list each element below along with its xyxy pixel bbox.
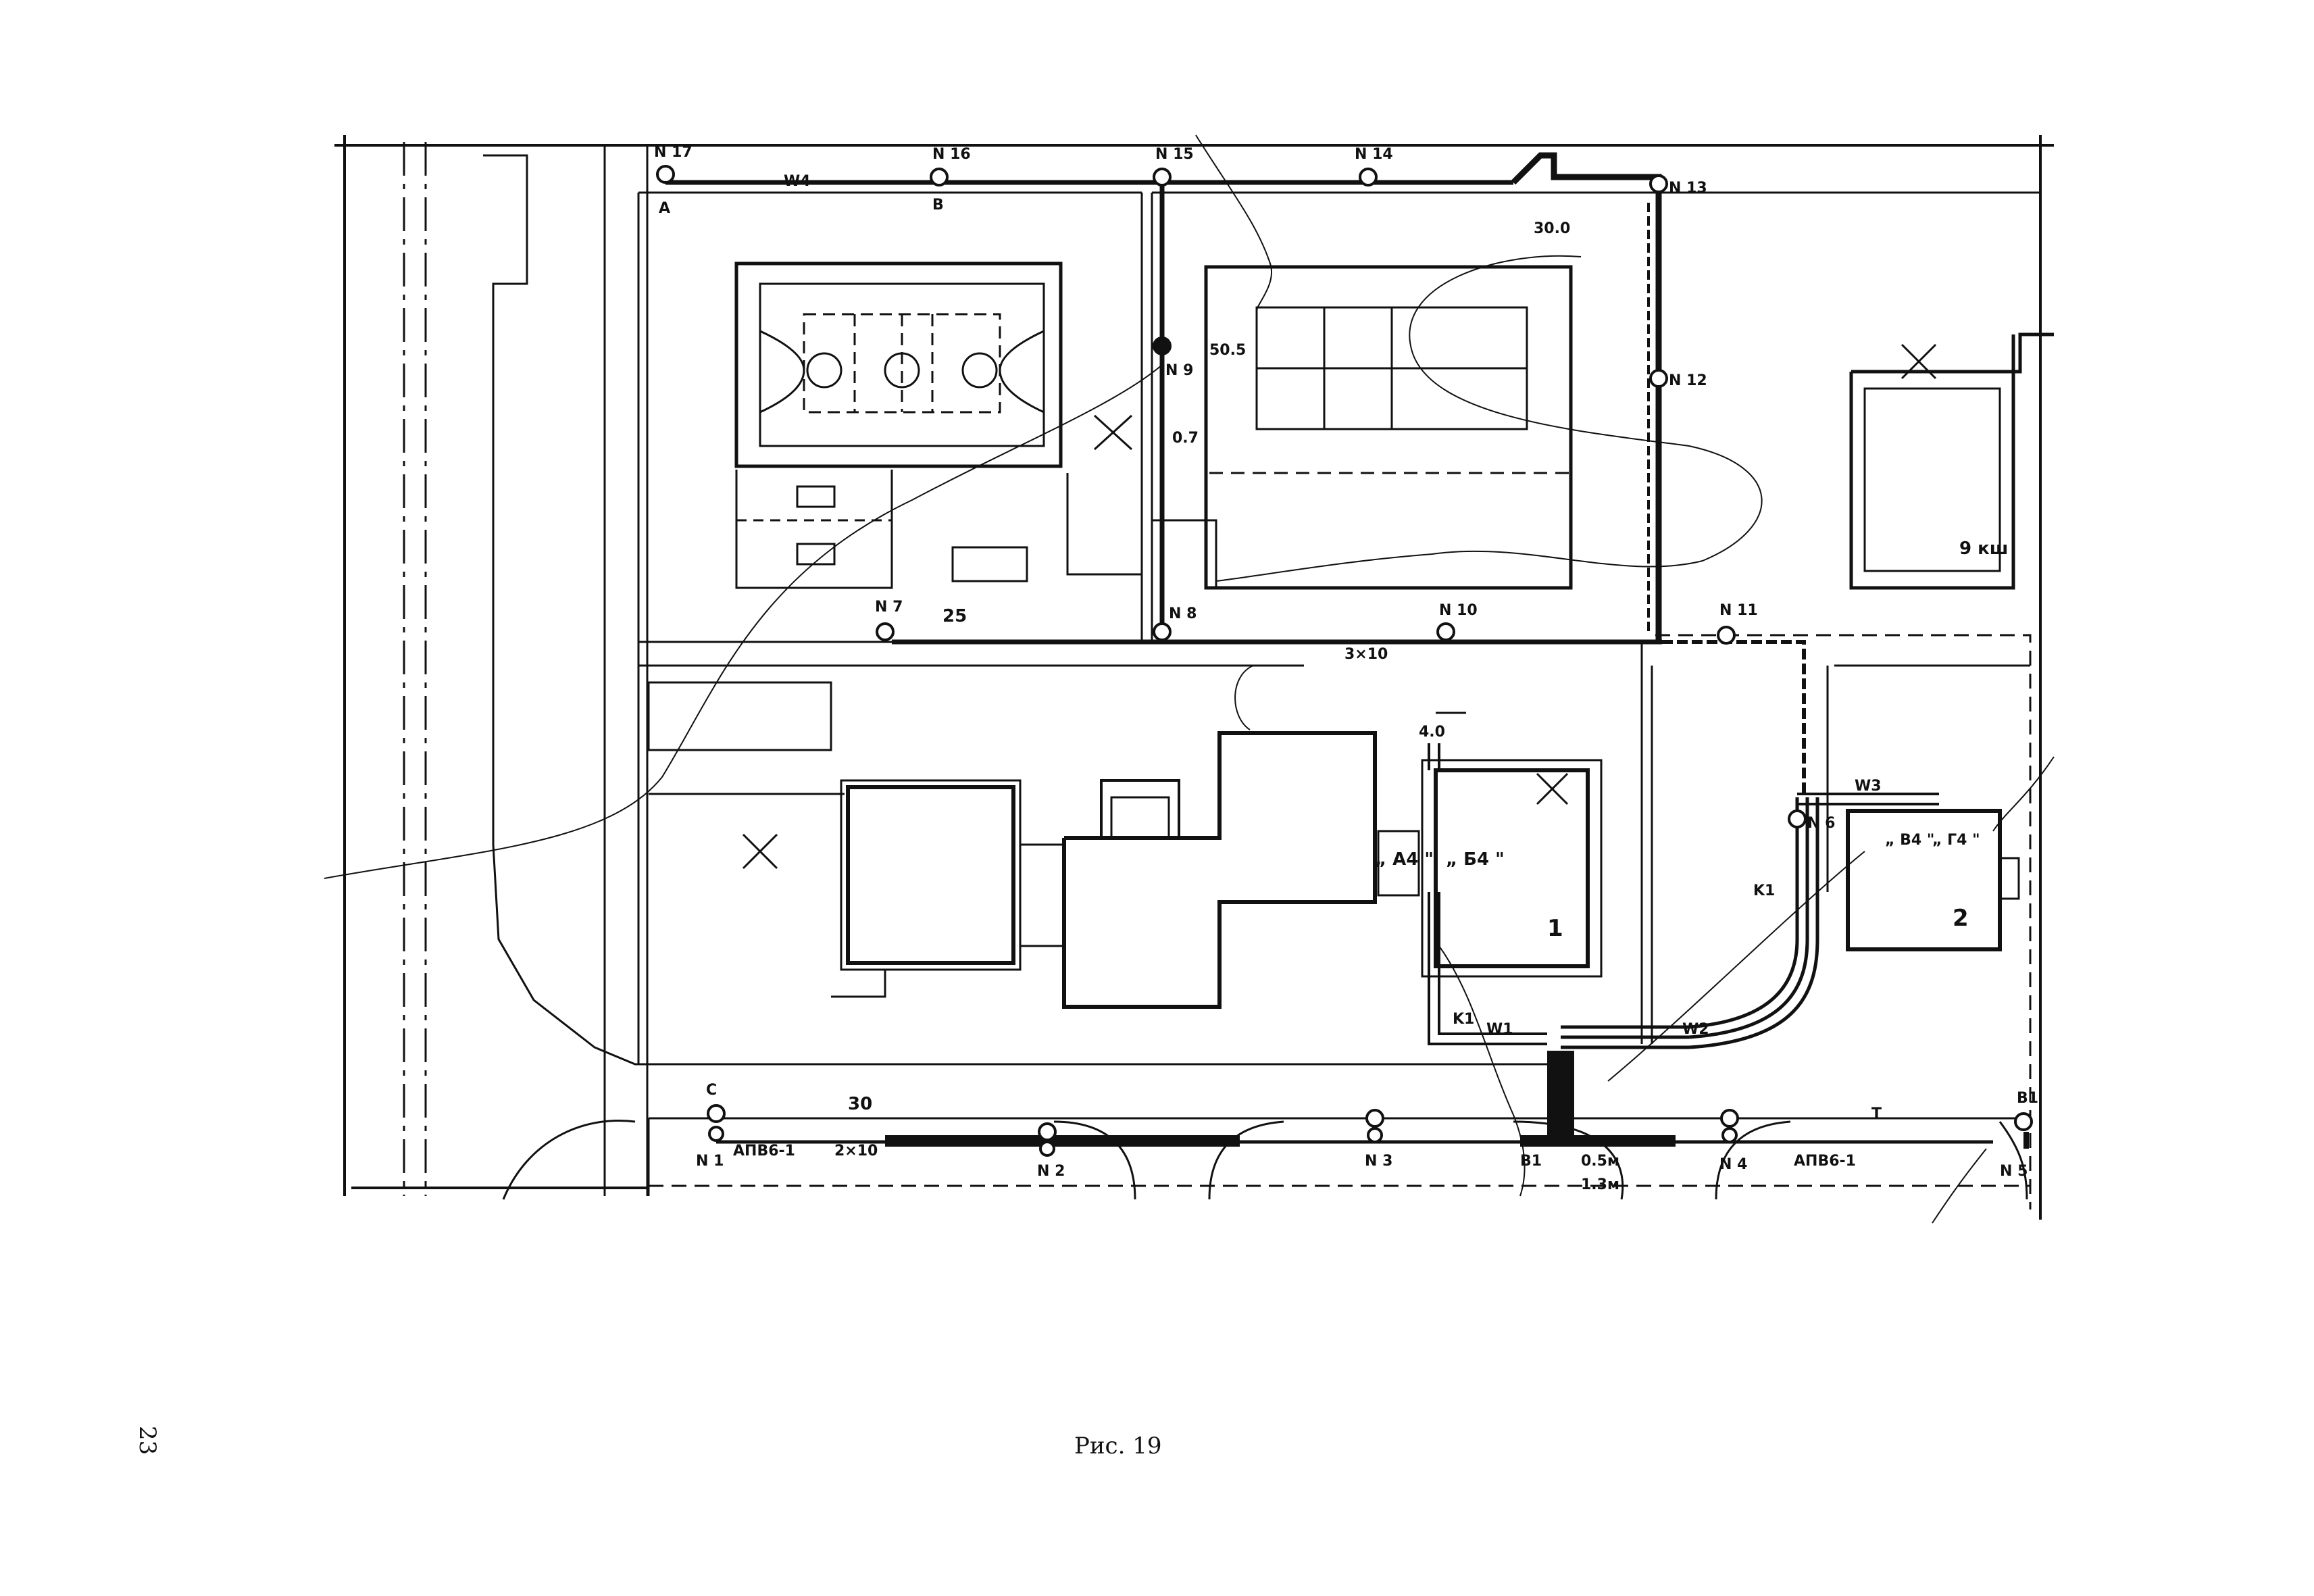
span-30: 30: [848, 1094, 872, 1114]
pole-n3-b: [1367, 1127, 1383, 1143]
pole-n13: [1649, 174, 1668, 193]
label-v4: „ В4 ": [1885, 832, 1934, 849]
label-w1: W1: [1486, 1021, 1513, 1038]
letter-t: T: [1871, 1105, 1882, 1122]
span-30-0: 30.0: [1534, 220, 1570, 237]
figure-caption: Рис. 19: [1074, 1432, 1162, 1460]
cross-marks: [742, 343, 1937, 870]
span-0-5m: 0.5м: [1581, 1153, 1619, 1170]
letter-b1: B1: [1520, 1153, 1542, 1170]
pole-n14: [1359, 168, 1378, 186]
label-n5: N 5: [2000, 1163, 2028, 1180]
label-n14: N 14: [1355, 146, 1393, 163]
pole-n5: [2014, 1112, 2033, 1131]
label-n13: N 13: [1669, 180, 1707, 197]
span-50-5: 50.5: [1209, 342, 1246, 359]
label-n2: N 2: [1037, 1163, 1065, 1180]
power-lines: [665, 152, 2029, 1149]
drawing-frame: [334, 135, 2054, 1220]
cable-apv6-right: АПВ6-1: [1794, 1153, 1856, 1170]
pole-n6: [1788, 809, 1807, 828]
label-n8: N 8: [1169, 605, 1197, 622]
cable-apv6: АПВ6-1: [733, 1143, 795, 1159]
building-2-number: 2: [1953, 905, 1969, 932]
cable-3x10: 3×10: [1344, 646, 1388, 663]
court-annex: [735, 470, 1142, 589]
pole-n10: [1436, 622, 1455, 641]
contour-lines: [324, 134, 2055, 1224]
label-w4: W4: [784, 173, 811, 190]
label-n15: N 15: [1155, 146, 1194, 163]
pole-n2: [1038, 1122, 1057, 1141]
label-b4: „ Б4 ": [1446, 849, 1505, 870]
letter-c: C: [706, 1082, 717, 1099]
label-n12: N 12: [1669, 372, 1707, 389]
pole-n12: [1649, 369, 1668, 388]
pole-n16: [930, 168, 949, 186]
label-n3: N 3: [1365, 1153, 1392, 1170]
basketball-court: [734, 261, 1063, 468]
pole-n4-b: [1721, 1127, 1738, 1143]
left-road: [483, 145, 1561, 1196]
label-9kv: 9 кш: [1959, 539, 2008, 559]
main-building: [840, 731, 1377, 1009]
pole-n4: [1720, 1109, 1739, 1128]
lower-block: [647, 681, 1013, 998]
label-n4: N 4: [1719, 1156, 1747, 1173]
label-n16: N 16: [932, 146, 971, 163]
label-n9: N 9: [1165, 362, 1193, 379]
pole-n1: [707, 1104, 726, 1123]
span-1-3m: 1.3м: [1581, 1176, 1619, 1193]
span-4-0: 4.0: [1419, 724, 1445, 741]
letter-a: A: [659, 200, 670, 217]
label-n6: N 6: [1807, 815, 1835, 832]
pole-n8: [1153, 622, 1172, 641]
pole-n17: [656, 165, 675, 184]
label-g4: „ Г4 ": [1932, 832, 1980, 849]
label-n1: N 1: [696, 1153, 724, 1170]
label-w3: W3: [1855, 778, 1882, 795]
building-1: [1377, 759, 1603, 978]
pole-n11: [1717, 626, 1736, 645]
span-25: 25: [942, 606, 967, 626]
building-2: [1846, 809, 2020, 951]
label-n7: N 7: [875, 599, 903, 616]
bottom-boundary: [647, 1117, 2030, 1196]
cable-2x10: 2×10: [834, 1143, 878, 1159]
letter-k1: K1: [1753, 882, 1775, 899]
label-n10: N 10: [1439, 602, 1478, 619]
pole-n7: [876, 622, 895, 641]
letter-k1-left: K1: [1453, 1011, 1474, 1028]
pole-n1-b: [708, 1126, 724, 1142]
building-1-number: 1: [1547, 915, 1563, 942]
label-w2: W2: [1682, 1021, 1709, 1038]
label-a4: „ А4 ": [1375, 849, 1434, 870]
page-number: 23: [134, 1426, 161, 1455]
pole-n9: [1153, 336, 1172, 355]
pole-n2-b: [1039, 1141, 1055, 1157]
pole-n15: [1153, 168, 1172, 186]
pole-n3: [1365, 1109, 1384, 1128]
poles: [656, 165, 2033, 1157]
label-n17: N 17: [654, 144, 693, 161]
letter-b: B: [932, 197, 944, 214]
letter-b1-right: B1: [2017, 1090, 2038, 1107]
label-n11: N 11: [1719, 602, 1758, 619]
right-boundary: [1655, 634, 2032, 1210]
building-9kv: [1849, 332, 2054, 590]
span-0-7: 0.7: [1172, 430, 1199, 447]
street-centerlines: [403, 142, 427, 1196]
school-yard: [1152, 265, 1573, 590]
